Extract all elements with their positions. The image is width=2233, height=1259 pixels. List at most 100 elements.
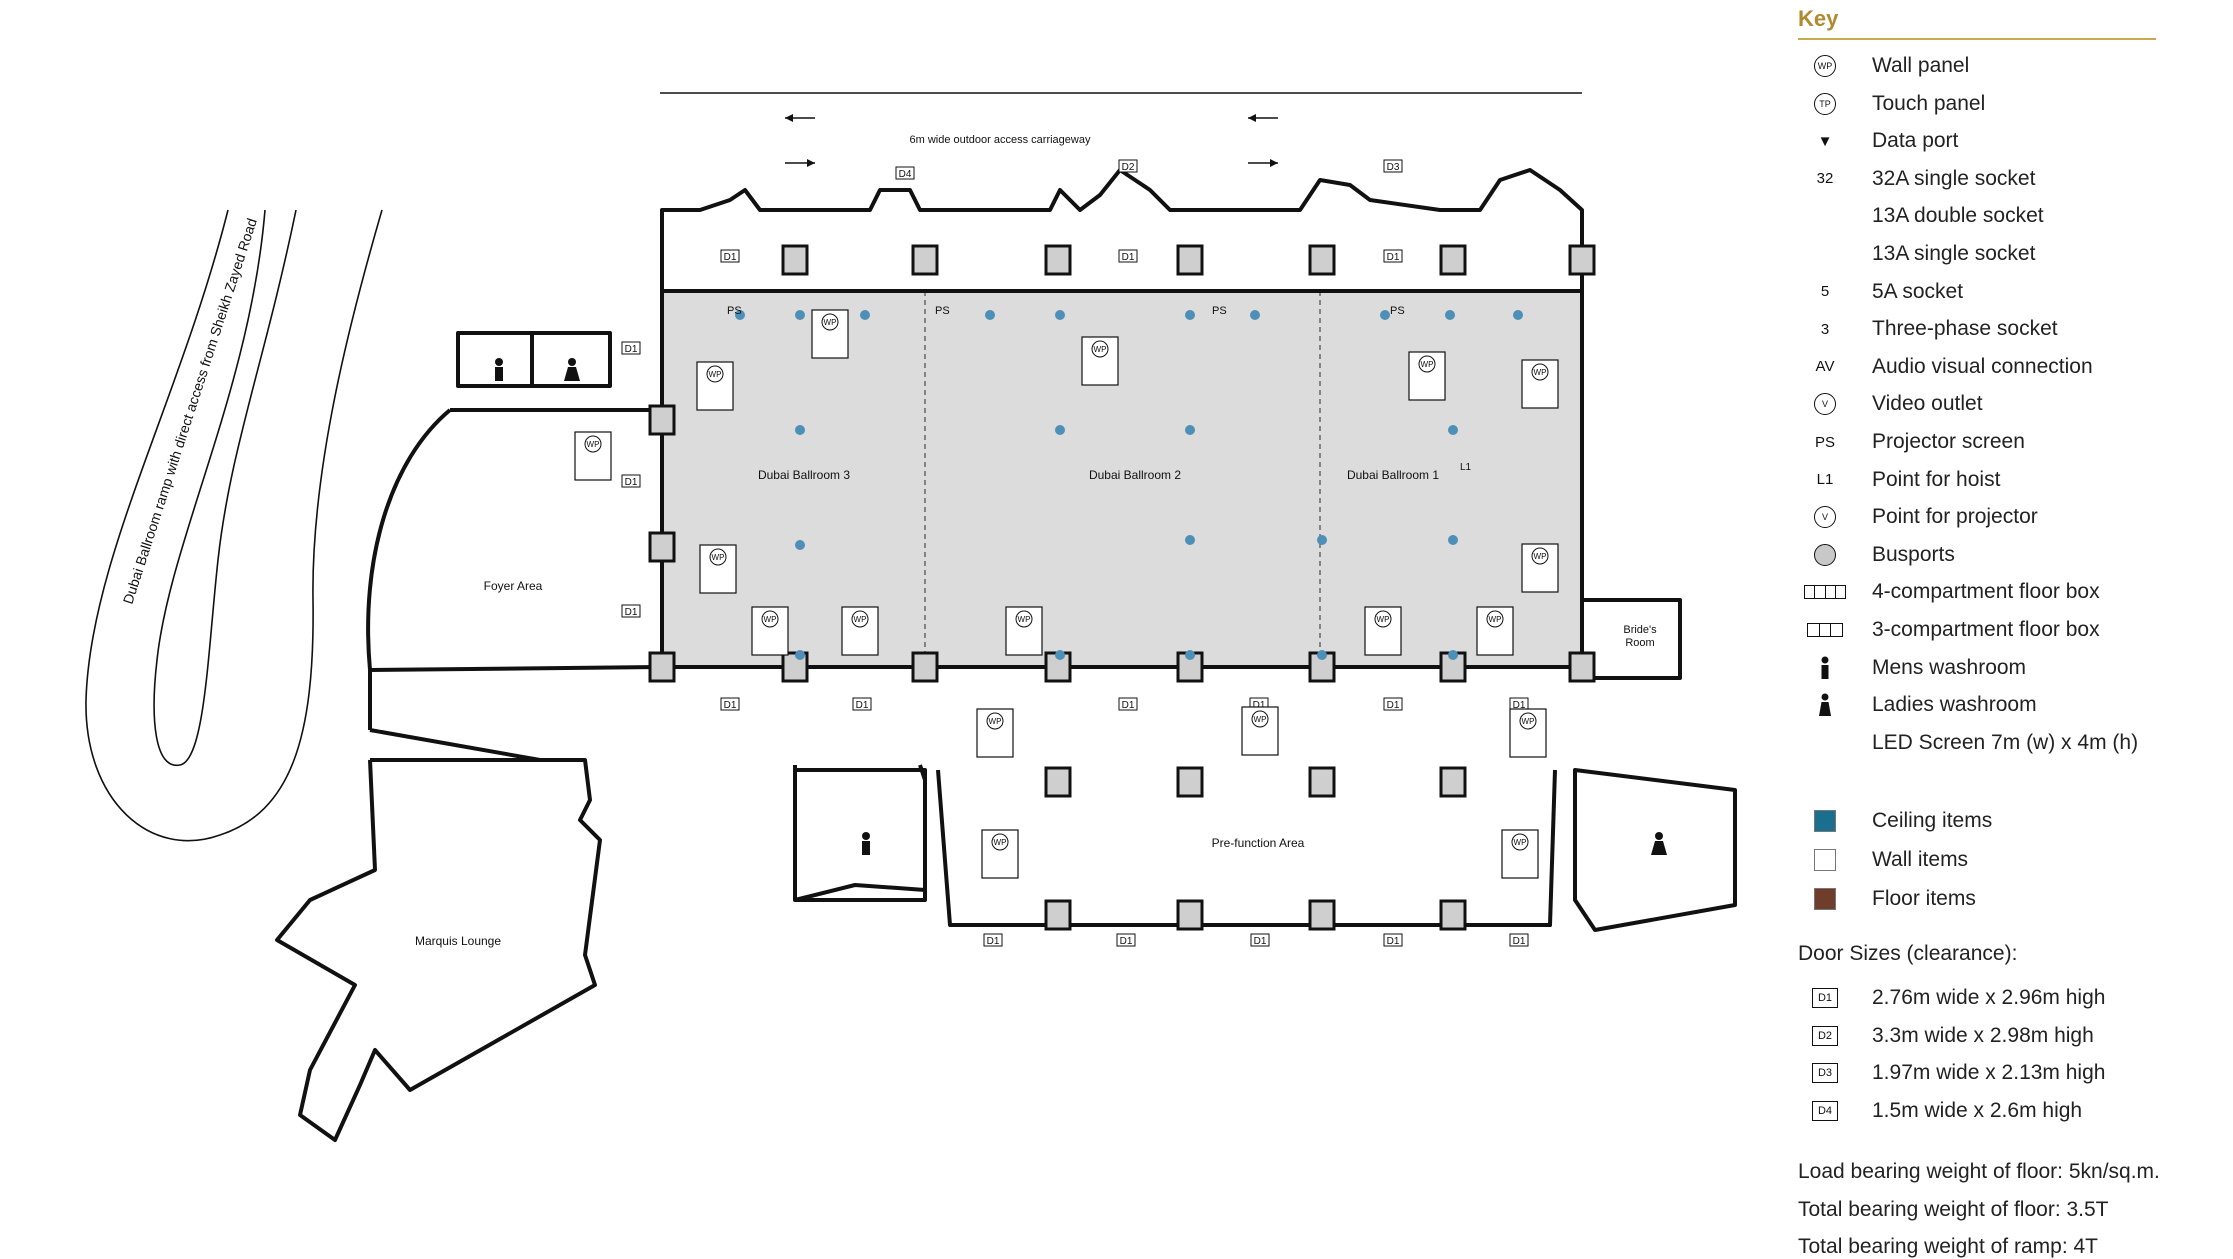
legend-door-symbol-wrap: D4: [1804, 1097, 1846, 1125]
brides-room-walls: [1582, 598, 1682, 680]
door-marker-label: D1: [856, 700, 869, 711]
wall-panel-circle: [1091, 340, 1109, 358]
door-marker-box: [621, 341, 641, 355]
door-marker-box: [1116, 933, 1136, 947]
legend-symbol: 32: [1816, 170, 1834, 188]
busport-dot: [735, 310, 745, 320]
door-marker-label: D3: [1387, 162, 1400, 173]
pillar: [911, 244, 939, 276]
legend-label: 32A single socket: [1872, 166, 2036, 190]
legend-row: 13A double socket: [1798, 200, 2228, 230]
legend-swatch: [1814, 810, 1836, 832]
floor-plan: 6m wide outdoor access carriageway Dubai…: [85, 92, 1737, 1142]
legend-category-label: Wall items: [1872, 848, 1969, 871]
projector-screen-1: PS: [1390, 305, 1405, 317]
wall-panel-circle: [1418, 355, 1436, 373]
busport-dot: [1185, 310, 1195, 320]
legend-symbol: [1804, 202, 1846, 230]
door-marker-label: D1: [625, 344, 638, 355]
washroom-left-prefunction: [794, 768, 927, 902]
legend-swatch-wrap: [1804, 807, 1846, 835]
legend-symbol: PS: [1814, 433, 1835, 451]
legend-row: WP Wall panel: [1798, 50, 2228, 80]
busport-dot: [1317, 650, 1327, 660]
ladies-washroom-icon: [1651, 832, 1667, 855]
door-marker-label: D1: [1122, 700, 1135, 711]
pillar: [1044, 766, 1072, 798]
wall-panel-label: WP: [1377, 615, 1390, 624]
legend-label: Three-phase socket: [1872, 317, 2058, 341]
wall-panel-circle: [1374, 610, 1392, 628]
ballroom-3-label: Dubai Ballroom 3: [758, 468, 850, 482]
legend-label: LED Screen 7m (w) x 4m (h): [1872, 730, 2139, 754]
legend-swatch: [1814, 888, 1836, 910]
door-marker-box: [1383, 933, 1403, 947]
door-marker-label: D1: [987, 936, 1000, 947]
busport-icon: [1814, 543, 1836, 566]
door-marker-box: [720, 249, 740, 263]
foyer-label: Foyer Area: [484, 579, 543, 593]
door-marker-box: [852, 697, 872, 711]
washroom-block-top: [456, 331, 612, 388]
foyer-walls: [366, 408, 663, 762]
busport-dot: [1448, 650, 1458, 660]
busport-dot: [1055, 425, 1065, 435]
pillar: [1439, 899, 1467, 931]
legend-symbol-circle: V: [1814, 393, 1836, 416]
projector-screen-2: PS: [935, 305, 950, 317]
legend-door-symbol-wrap: D3: [1804, 1059, 1846, 1087]
legend-label: Touch panel: [1872, 91, 1986, 115]
door-marker-label: D1: [1120, 936, 1133, 947]
legend-label: Audio visual connection: [1872, 354, 2093, 378]
ladies-icon: [1819, 693, 1831, 717]
prefunction-label: Pre-function Area: [1212, 836, 1305, 850]
legend-symbol: [1804, 729, 1846, 757]
door-marker-box: [621, 604, 641, 618]
legend-category-row: Floor items: [1798, 883, 2228, 913]
legend-label: Mens washroom: [1872, 655, 2027, 679]
door-marker-box: [1118, 159, 1138, 173]
legend-swatch: [1814, 849, 1836, 871]
back-service-corridor: [660, 168, 1584, 291]
legend-label: 5A socket: [1872, 279, 1964, 303]
wall-panel-label: WP: [1094, 345, 1107, 354]
busport-dot: [1185, 650, 1195, 660]
legend-symbol-circle: WP: [1814, 55, 1836, 77]
legend-symbol: AV: [1815, 358, 1835, 376]
legend-label: Point for hoist: [1872, 467, 2001, 491]
pillar: [1308, 244, 1336, 276]
door-marker-box: [1509, 933, 1529, 947]
busport-dot: [1445, 310, 1455, 320]
legend-label: Busports: [1872, 542, 1955, 566]
pillar: [1044, 244, 1072, 276]
legend-row: Mens washroom: [1798, 652, 2228, 682]
pillars: [648, 244, 1596, 931]
legend-label: Ladies washroom: [1872, 693, 2037, 717]
door-marker-box: [1118, 249, 1138, 263]
busport-dot: [795, 310, 805, 320]
busport-dot: [860, 310, 870, 320]
legend-label: Wall panel: [1872, 54, 1970, 77]
wall-panel-circle: [1511, 833, 1529, 851]
projector-screen-2b: PS: [1212, 305, 1227, 317]
legend-symbol: L1: [1816, 471, 1834, 489]
door-marker-box: [1383, 159, 1403, 173]
door-size-icon: D3: [1812, 1063, 1838, 1084]
wall-panel-circle: [986, 712, 1004, 730]
wall-panel-circle: [1015, 610, 1033, 628]
marquis-lounge-walls: [275, 758, 602, 1142]
legend-row: Ladies washroom: [1798, 689, 2228, 719]
busport-dot: [1448, 535, 1458, 545]
floor-load-note: Load bearing weight of floor: 5kn/sq.m.: [1798, 1160, 2160, 1183]
pillar: [648, 531, 676, 563]
wall-panel-label: WP: [587, 440, 600, 449]
door-marker-box: [983, 933, 1003, 947]
legend-door-symbol-wrap: D1: [1804, 984, 1846, 1012]
legend-door-label: 2.76m wide x 2.96m high: [1872, 986, 2106, 1009]
